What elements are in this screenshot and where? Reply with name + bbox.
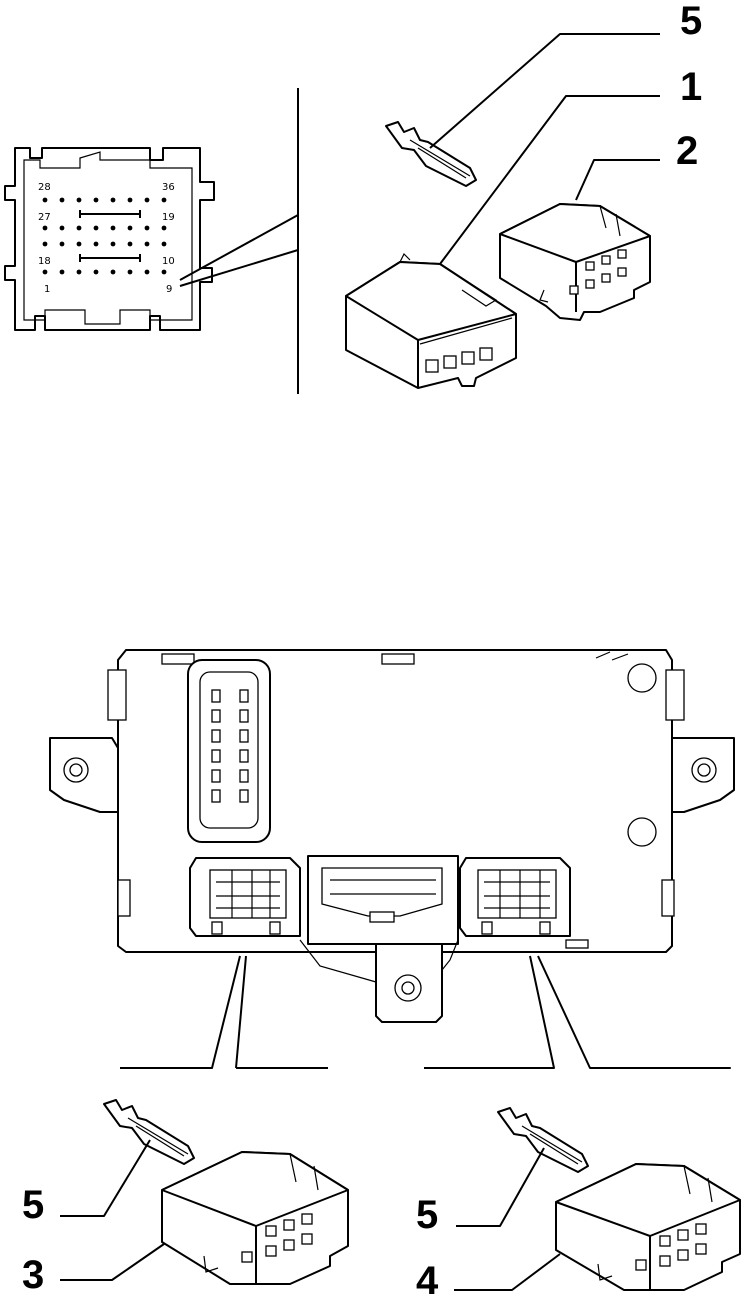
callout-connector-2: 2 — [676, 129, 698, 173]
pin-label-lower-right: 10 — [162, 256, 175, 267]
connector-face-pinout: 28 36 27 19 18 10 1 9 — [4, 147, 215, 331]
callout-bottom-right-terminal: 5 — [416, 1193, 438, 1237]
callout-connector-1: 1 — [680, 65, 702, 109]
callout-top-terminal: 5 — [680, 0, 702, 43]
callout-connector-3: 3 — [22, 1253, 44, 1296]
pin-label-top-left: 28 — [38, 182, 51, 193]
callout-connector-4: 4 — [416, 1259, 439, 1296]
pin-label-top-right: 36 — [162, 182, 175, 193]
pin-grid — [42, 197, 167, 275]
connector-2 — [499, 159, 660, 321]
control-unit — [49, 649, 735, 1023]
terminal-bottom-right — [456, 1107, 589, 1227]
connector-4 — [454, 1163, 741, 1291]
callout-bottom-left-terminal: 5 — [22, 1183, 44, 1227]
pinout-pointer — [179, 88, 299, 394]
socket-leaders — [120, 955, 731, 1069]
pin-label-mid-right: 19 — [162, 212, 175, 223]
connector-1 — [345, 95, 660, 389]
pin-label-bottom-right: 9 — [166, 284, 172, 295]
pin-label-bottom-left: 1 — [44, 284, 50, 295]
connector-3 — [60, 1151, 349, 1285]
pin-label-mid-left: 27 — [38, 212, 51, 223]
terminal-bottom-left — [60, 1099, 195, 1217]
pin-label-lower-left: 18 — [38, 256, 51, 267]
terminal-top — [385, 33, 660, 187]
